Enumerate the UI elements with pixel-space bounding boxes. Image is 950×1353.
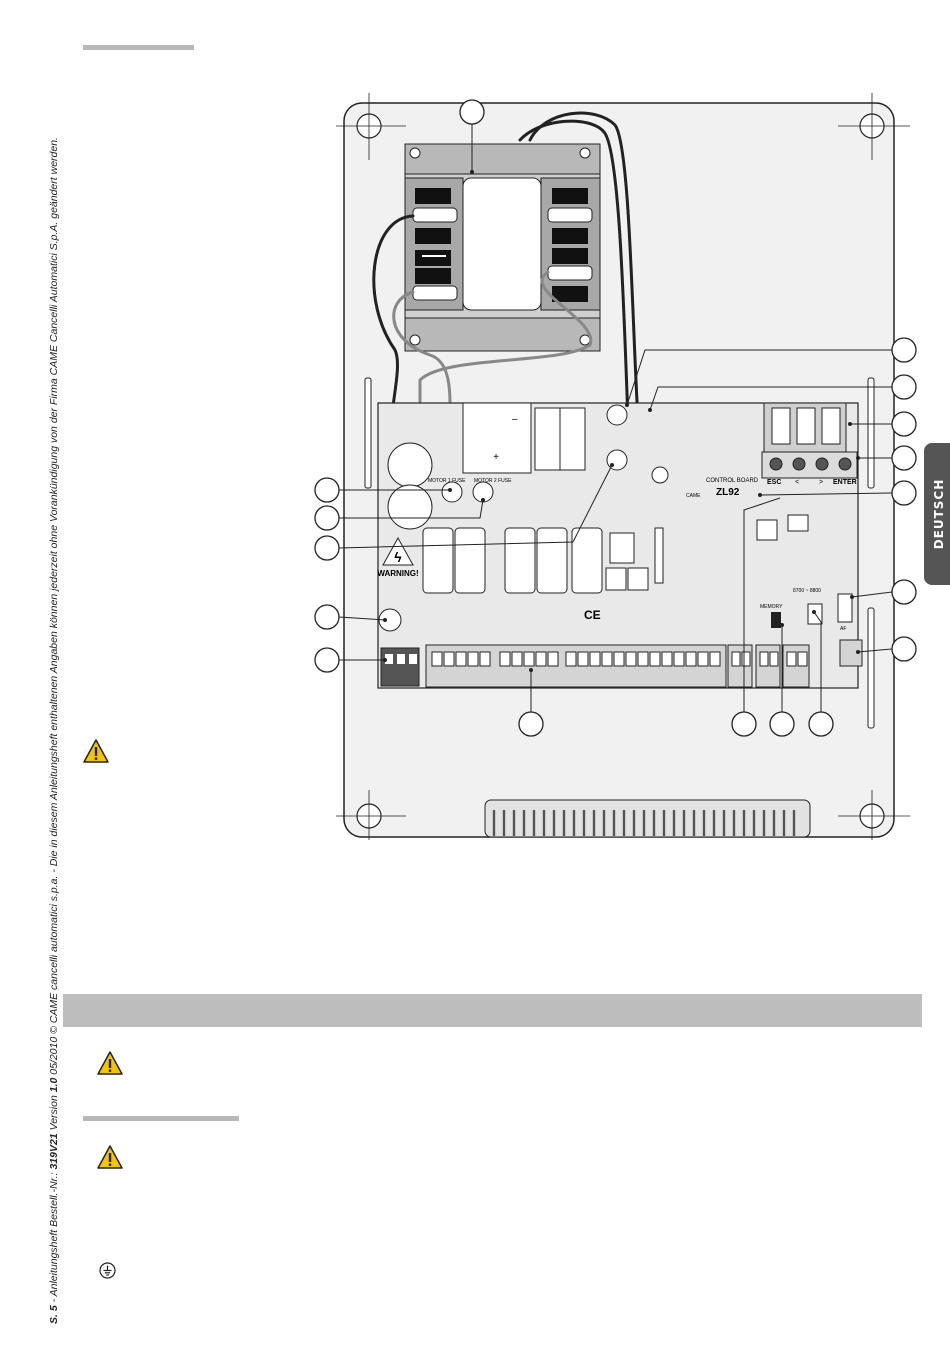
warning-triangle-icon — [97, 1051, 123, 1075]
left-label: < — [795, 479, 799, 486]
svg-text:ϟ: ϟ — [394, 549, 402, 565]
motor1-fuse-label: MOTOR 1 FUSE — [428, 478, 466, 484]
right-label: > — [819, 479, 823, 486]
speed-label: 8700 ~ 8800 — [793, 588, 821, 594]
warning-triangle-icon — [83, 739, 109, 763]
ce-mark: CE — [584, 608, 601, 622]
memory-label: MEMORY — [760, 604, 783, 610]
svg-text:+: + — [493, 452, 499, 463]
af-label: AF — [840, 626, 846, 632]
motor2-fuse-label: MOTOR 2 FUSE — [474, 478, 512, 484]
control-board-label: CONTROL BOARD — [706, 478, 759, 484]
svg-text:–: – — [512, 414, 518, 425]
board-warning-label: WARNING! — [377, 569, 418, 578]
warning-triangle-icon — [97, 1145, 123, 1169]
section-heading-band — [63, 994, 922, 1027]
language-tab: DEUTSCH — [924, 443, 950, 585]
enter-label: ENTER — [833, 479, 857, 486]
board-brand: CAME — [686, 493, 701, 499]
board-model: ZL92 — [716, 487, 740, 498]
subsection-rule — [83, 1116, 239, 1121]
esc-label: ESC — [767, 479, 781, 486]
ground-icon — [99, 1262, 116, 1279]
header-rule — [83, 45, 194, 50]
